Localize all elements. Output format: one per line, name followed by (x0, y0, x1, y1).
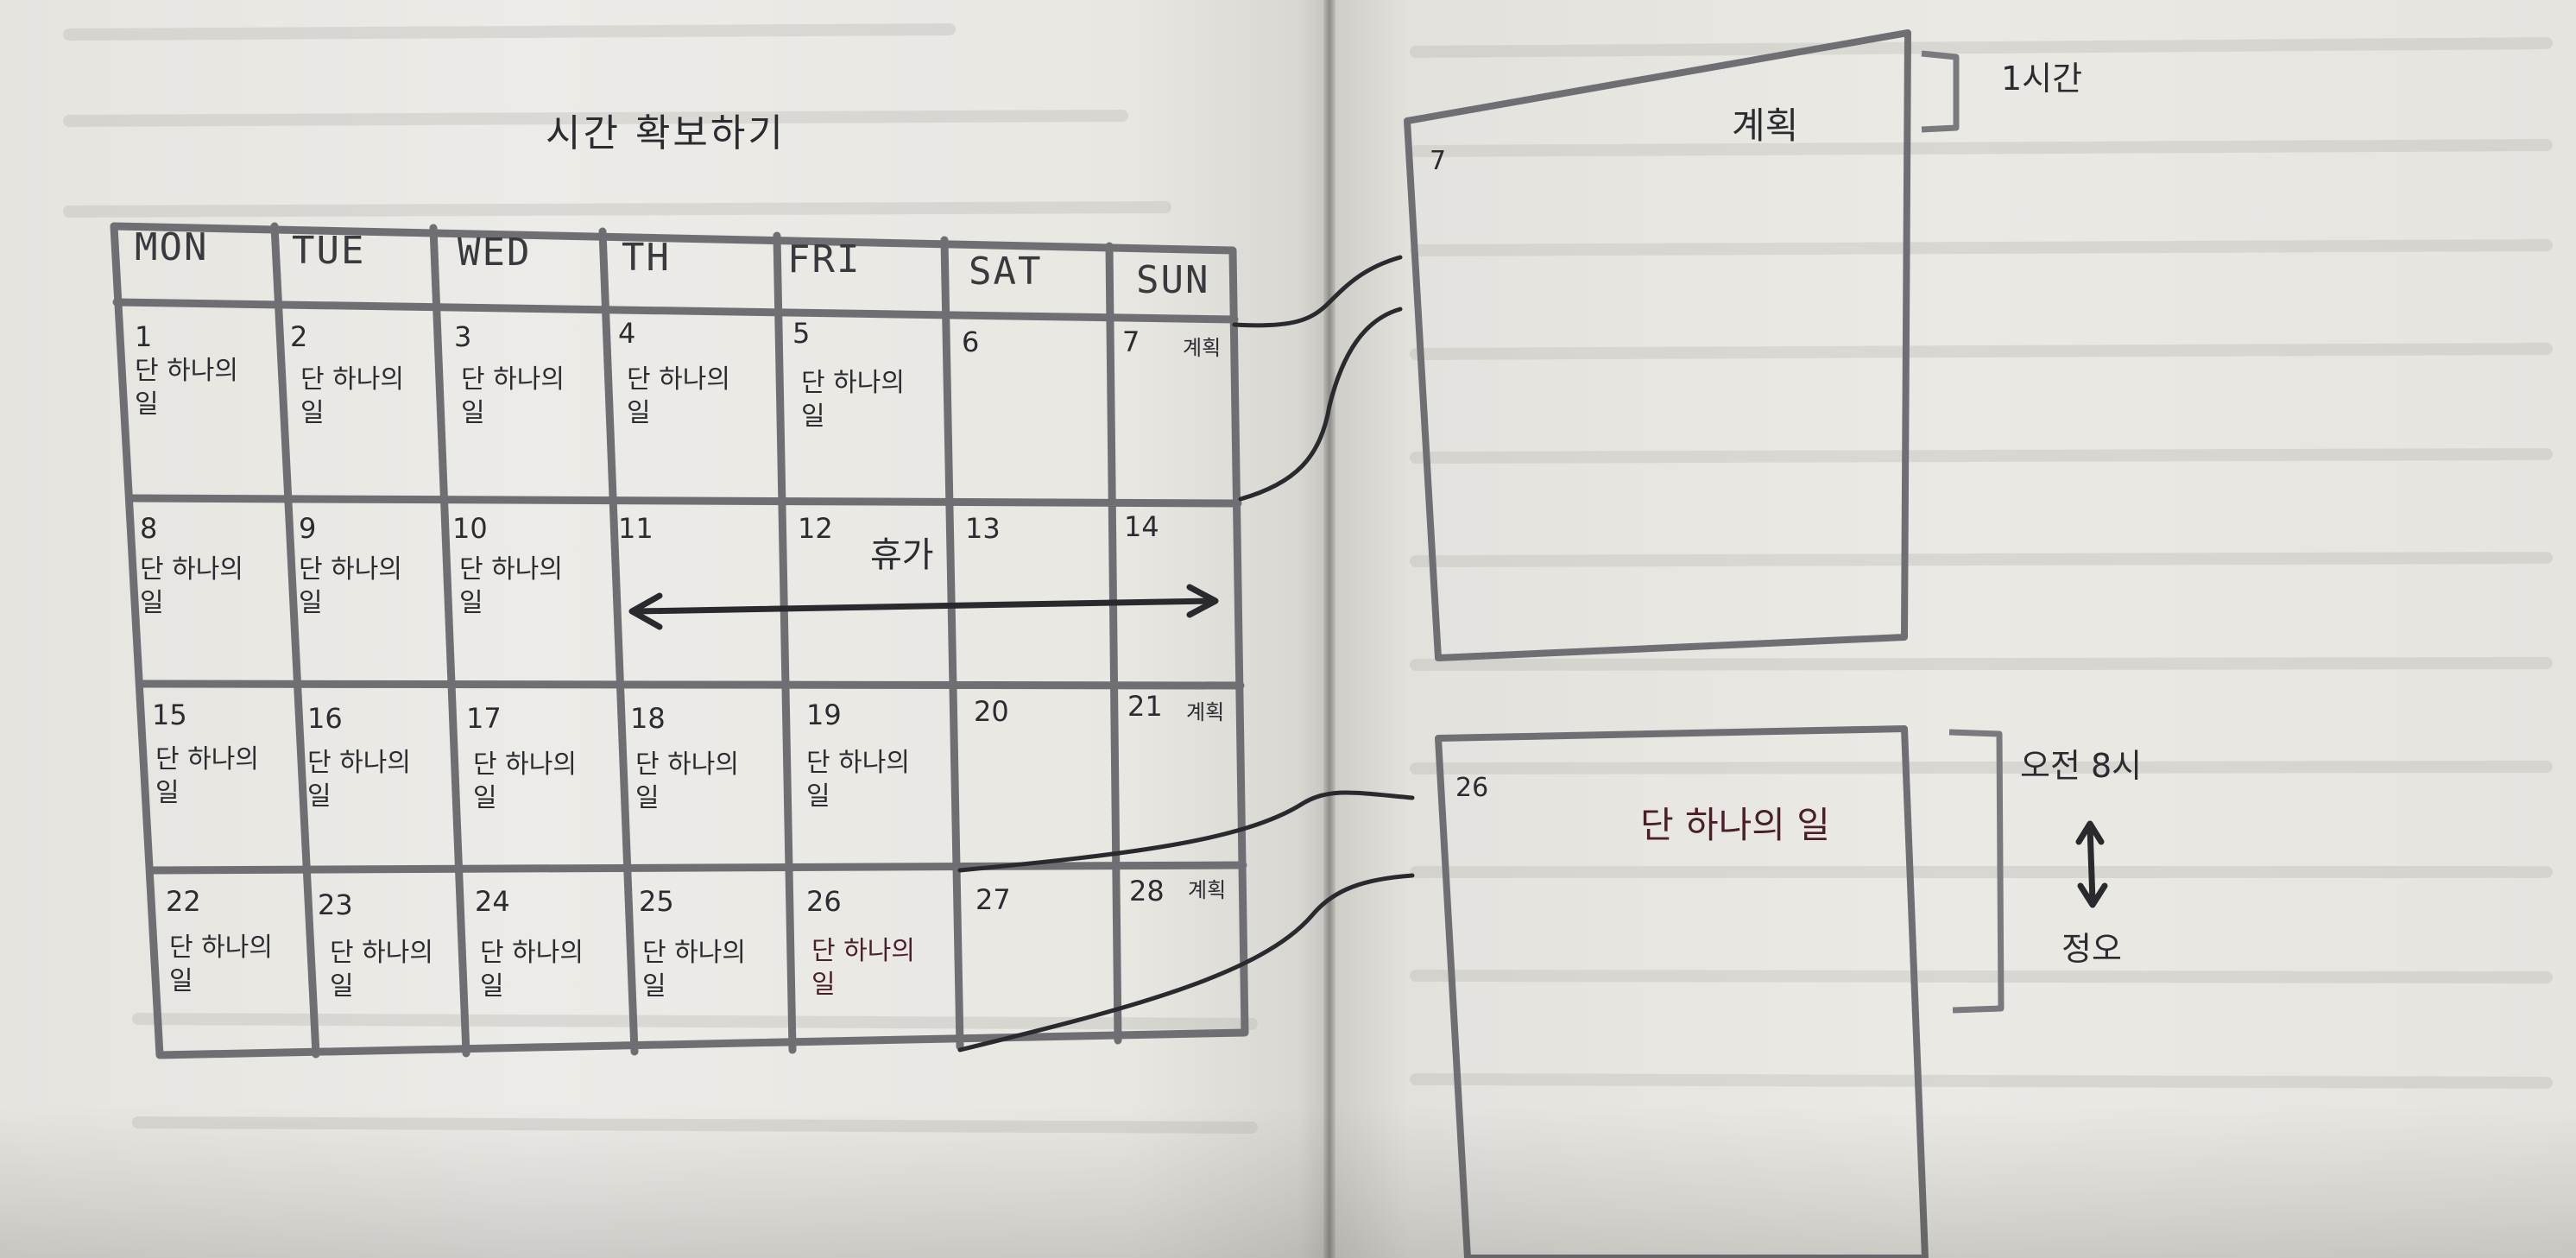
grid-row-line-1 (125, 494, 1242, 508)
day-number: 15 (152, 699, 187, 731)
day-task: 단 하나의 일 (806, 748, 910, 812)
task-end-time: 정오 (2061, 930, 2122, 968)
connector-task-bottom (957, 873, 1415, 1053)
grid-col-line-3 (598, 227, 639, 1056)
day-task: 단 하나의 일 (473, 749, 577, 813)
day-number: 26 (806, 885, 842, 918)
weekday-header-thu: TH (622, 236, 671, 280)
day-number: 28 (1129, 875, 1165, 907)
grid-col-line-2 (429, 224, 470, 1058)
day-plan-note: 계획 (1183, 336, 1222, 360)
page-shadow (0, 1105, 2576, 1258)
day-number: 17 (466, 702, 502, 735)
day-task: 단 하나의 일 (635, 749, 739, 813)
grid-col-line-1 (270, 222, 320, 1059)
day-number: 23 (318, 888, 353, 921)
day-plan-note: 계획 (1186, 700, 1225, 724)
grid-col-line-5 (940, 236, 964, 1051)
task-box-day: 26 (1455, 773, 1489, 803)
weekday-header-sun: SUN (1136, 258, 1210, 302)
vacation-label: 휴가 (870, 535, 934, 575)
day-task: 단 하나의 일 (801, 368, 905, 432)
task-detail-box (1435, 725, 1929, 1258)
weekday-header-fri: FRI (787, 237, 862, 281)
day-number: 27 (975, 883, 1011, 916)
day-task: 단 하나의 일 (330, 938, 433, 1002)
day-task: 단 하나의 일 (135, 356, 238, 420)
day-task: 단 하나의 일 (155, 744, 259, 808)
day-task: 단 하나의 일 (480, 938, 584, 1002)
day-task: 단 하나의 일 (300, 364, 404, 428)
day-number: 24 (475, 885, 510, 918)
calendar-outline (110, 222, 1249, 1059)
task-box-label: 단 하나의 일 (1640, 804, 1830, 846)
day-task-highlight: 단 하나의 일 (811, 936, 915, 1000)
weekday-header-wed: WED (458, 231, 532, 275)
calendar-grid (110, 222, 1249, 1059)
plan-box-label: 계획 (1732, 104, 1799, 147)
day-task: 단 하나의 일 (461, 364, 565, 428)
weekday-header-mon: MON (135, 225, 209, 269)
grid-row-line-2 (139, 680, 1245, 690)
connector-task-top (957, 790, 1415, 873)
plan-box-day: 7 (1430, 146, 1447, 176)
day-task: 단 하나의 일 (140, 554, 243, 618)
task-start-time: 오전 8시 (2020, 747, 2143, 785)
day-number: 12 (798, 512, 833, 545)
day-number: 8 (140, 512, 158, 545)
time-range-arrow (2075, 820, 2108, 908)
day-number: 20 (974, 695, 1009, 728)
day-number: 9 (299, 512, 317, 545)
day-number: 3 (454, 320, 472, 353)
task-time-bracket (1948, 729, 2005, 1014)
day-number: 22 (166, 885, 201, 918)
day-number: 2 (290, 320, 308, 353)
day-number: 18 (630, 702, 666, 735)
plan-detail-box (1404, 29, 1911, 661)
day-number: 10 (452, 512, 488, 545)
connector-plan-top (1232, 255, 1403, 328)
day-number: 6 (962, 326, 980, 358)
plan-duration-bracket (1921, 50, 1960, 133)
book-gutter (1323, 0, 1335, 1258)
grid-row-line-header (112, 298, 1239, 324)
day-number: 13 (965, 512, 1001, 545)
day-number: 7 (1122, 326, 1140, 358)
day-task: 단 하나의 일 (169, 932, 273, 996)
day-number: 16 (307, 702, 343, 735)
grid-row-line-3 (146, 861, 1247, 875)
day-task: 단 하나의 일 (627, 364, 730, 428)
day-plan-note: 계획 (1188, 878, 1227, 902)
plan-duration-label: 1시간 (2001, 60, 2083, 98)
page-title: 시간 확보하기 (546, 111, 786, 155)
day-task: 단 하나의 일 (459, 554, 563, 618)
day-number: 19 (806, 699, 842, 731)
grid-col-line-4 (773, 231, 797, 1054)
day-number: 5 (792, 317, 811, 350)
vacation-arrow (628, 584, 1219, 630)
day-task: 단 하나의 일 (307, 748, 411, 812)
day-number: 21 (1127, 690, 1163, 723)
day-number: 11 (618, 512, 653, 545)
weekday-header-sat: SAT (969, 250, 1043, 294)
day-task: 단 하나의 일 (642, 938, 746, 1002)
grid-col-line-6 (1105, 242, 1122, 1045)
day-number: 4 (618, 317, 636, 350)
weekday-header-tue: TUE (292, 229, 366, 273)
day-number: 1 (135, 320, 153, 353)
right-page (1334, 0, 2576, 1258)
day-number: 14 (1124, 510, 1159, 543)
connector-plan-bottom (1238, 307, 1403, 502)
day-task: 단 하나의 일 (299, 554, 402, 618)
day-number: 25 (639, 885, 674, 918)
